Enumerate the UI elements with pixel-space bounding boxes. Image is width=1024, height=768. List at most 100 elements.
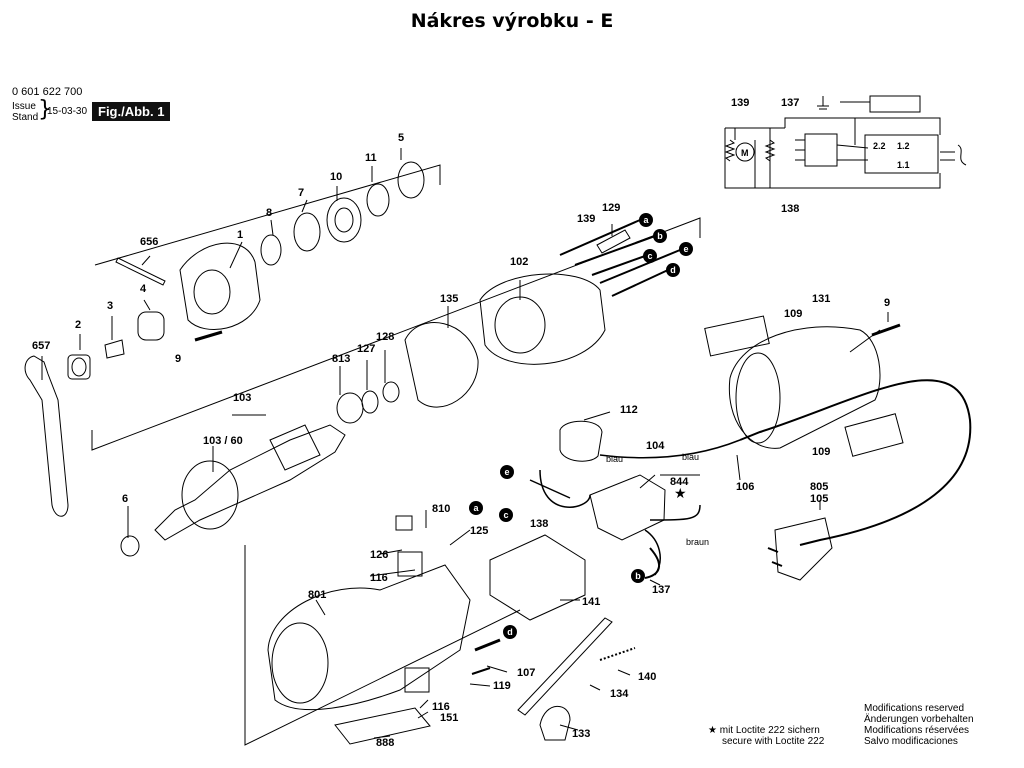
star-icon: ★ xyxy=(674,486,687,502)
schematic-terminal: 1.2 xyxy=(897,141,910,151)
part-label: 137 xyxy=(652,584,670,596)
part-label: 9 xyxy=(175,353,181,365)
connector-label: b xyxy=(635,571,641,581)
leader-lines xyxy=(41,148,889,739)
part-label: 104 xyxy=(646,440,665,452)
part-label: 801 xyxy=(308,589,326,601)
part-label: 6 xyxy=(122,493,128,505)
wire-c xyxy=(591,255,646,276)
schematic-terminal: 2.2 xyxy=(873,141,886,151)
nut-2 xyxy=(67,354,91,380)
switch-104 xyxy=(589,474,666,541)
part-label: 140 xyxy=(638,671,656,683)
housing-flange-1 xyxy=(179,242,261,331)
wire-a xyxy=(559,219,641,256)
part-label: 127 xyxy=(357,343,375,355)
brush-810 xyxy=(395,515,413,531)
modifications-line: Änderungen vorbehalten xyxy=(864,714,974,725)
connector-c-low xyxy=(499,508,513,522)
brush-holder-116b xyxy=(404,667,430,693)
part-label: 102 xyxy=(510,256,528,268)
part-label: 139 xyxy=(577,213,595,225)
connector-label: b xyxy=(657,231,663,241)
connector-b-low xyxy=(631,569,645,583)
gear-housing-801 xyxy=(267,564,471,711)
connector-label: e xyxy=(683,244,688,254)
armature-103 xyxy=(154,424,346,541)
part-label: 105 xyxy=(810,493,828,505)
switch-wires xyxy=(539,439,741,576)
connector-label: e xyxy=(504,467,509,477)
wire-137 xyxy=(644,547,660,579)
schematic-motor-symbol xyxy=(735,142,755,162)
schematic-resistor-left xyxy=(724,139,736,162)
stator-102-bore xyxy=(494,296,546,354)
part-label: 128 xyxy=(376,331,394,343)
part-label: 3 xyxy=(107,300,113,312)
axis-frame-top xyxy=(94,164,441,266)
bearing-10-outer xyxy=(326,197,362,243)
connector-d-low xyxy=(503,625,517,639)
stator-102 xyxy=(479,273,606,365)
connector-label: c xyxy=(503,510,508,520)
label-109a xyxy=(704,315,770,357)
part-number: 0 601 622 700 xyxy=(12,86,83,98)
seal-8 xyxy=(260,234,282,266)
part-label: 8 xyxy=(266,207,272,219)
brace-glyph: } xyxy=(38,97,52,122)
screw-9a xyxy=(194,330,223,342)
wire-e xyxy=(599,249,681,284)
connector-label: a xyxy=(643,215,649,225)
connector-e-low xyxy=(500,465,514,479)
schematic-earth-symbol xyxy=(817,96,829,110)
part-label: 133 xyxy=(572,728,590,740)
bearing-813 xyxy=(336,392,364,424)
ring-5 xyxy=(397,161,425,199)
wrench-657 xyxy=(24,355,69,517)
capacitor-112 xyxy=(559,420,603,462)
star-icon: ★ xyxy=(708,725,717,736)
part-label: 657 xyxy=(32,340,50,352)
part-label: 106 xyxy=(736,481,754,493)
wire-138 xyxy=(529,479,571,499)
wire-color-label: blau xyxy=(606,454,623,464)
axis-frame-low xyxy=(244,545,521,746)
schematic-cable-tail xyxy=(957,144,967,166)
issue-label: Issue xyxy=(12,101,36,112)
part-label: 119 xyxy=(493,680,511,692)
label-109b xyxy=(844,413,904,457)
plug-pins xyxy=(767,547,783,567)
figure-tag: Fig./Abb. 1 xyxy=(92,102,171,121)
part-label: 141 xyxy=(582,596,600,608)
wire-b xyxy=(574,235,656,266)
rod-134 xyxy=(517,617,613,716)
screw-119 xyxy=(471,667,491,675)
part-label: 109 xyxy=(812,446,830,458)
axis-frame-mid xyxy=(91,217,701,451)
connector-label: c xyxy=(647,251,652,261)
ring-6 xyxy=(120,535,140,557)
connector-label: d xyxy=(670,265,676,275)
loctite-note-en: secure with Loctite 222 xyxy=(722,736,825,747)
ring-11 xyxy=(366,183,390,217)
screw-107 xyxy=(474,638,501,652)
screw-9b xyxy=(871,323,901,337)
connector-b-top xyxy=(653,229,667,243)
part-label: 9 xyxy=(884,297,890,309)
part-label: 810 xyxy=(432,503,450,515)
wiring-schematic xyxy=(724,95,967,189)
plug-805 xyxy=(774,517,833,581)
page-title: Nákres výrobku - E xyxy=(410,10,614,32)
part-label: 135 xyxy=(440,293,458,305)
part-label: 4 xyxy=(140,283,147,295)
part-label: 151 xyxy=(440,712,458,724)
collet-3 xyxy=(104,339,125,359)
part-label: 126 xyxy=(370,549,388,561)
issue-date: 15-03-30 xyxy=(47,106,88,117)
sleeve-4 xyxy=(137,311,165,341)
wire-color-label: braun xyxy=(686,537,709,547)
schematic-motor-label: M xyxy=(741,148,749,158)
connector-markers xyxy=(469,213,693,639)
part-label: 109 xyxy=(784,308,802,320)
